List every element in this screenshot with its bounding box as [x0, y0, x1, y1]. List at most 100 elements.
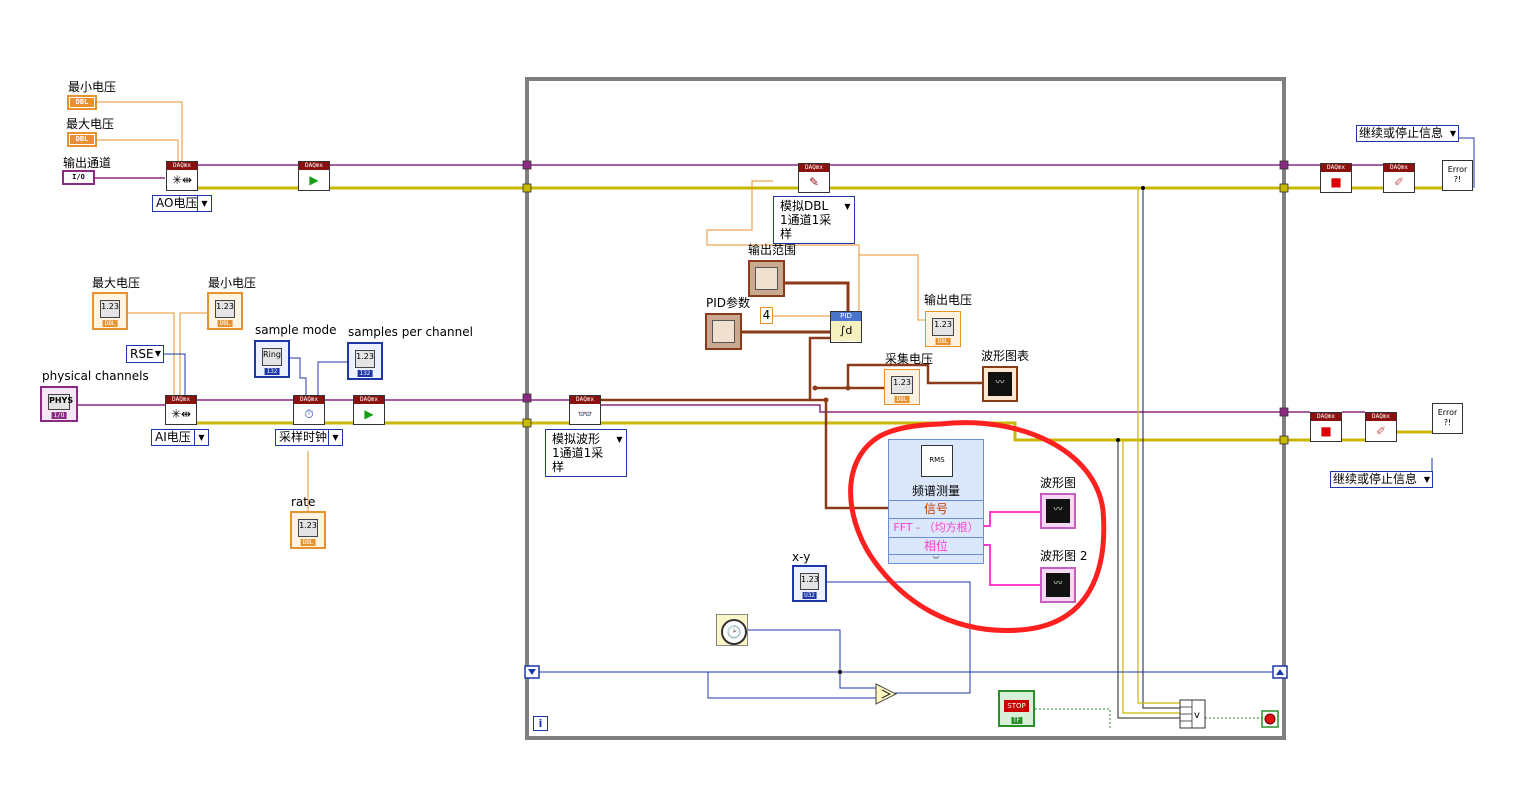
dbl-wires: [706, 180, 930, 323]
chevron-down-icon: ▼: [1449, 129, 1456, 138]
greater-comparison-icon[interactable]: [875, 683, 898, 705]
ao-output-channel-control[interactable]: I/O: [62, 170, 95, 185]
ai-task-wire: [78, 399, 1365, 413]
pencil-icon: ✎: [808, 175, 820, 189]
ao-voltage-selector[interactable]: AO电压▼: [152, 195, 212, 212]
shift-register-left[interactable]: [524, 665, 540, 679]
waveform-chart-label: 波形图表: [981, 349, 1030, 363]
xy-label: x-y: [792, 550, 811, 564]
waveform-graph2-indicator: 〰: [1040, 567, 1076, 603]
loop-iteration-terminal: i: [533, 716, 548, 731]
output-range-label: 输出范围: [748, 243, 797, 257]
ai-rate-label: rate: [291, 495, 316, 509]
spectrum-fft-output[interactable]: FFT - （均方根）: [889, 518, 983, 536]
spectrum-measurement-vi[interactable]: RMS 频谱测量 信号 FFT - （均方根） 相位 ︾: [888, 439, 984, 564]
create-channel-icon: ✳⇹: [170, 407, 192, 421]
ao-min-voltage-control[interactable]: DBL: [67, 95, 97, 110]
pid-params-label: PID参数: [706, 296, 751, 310]
ao-error-handler-node[interactable]: Error?!: [1442, 160, 1473, 191]
chevron-down-icon: ▼: [1423, 475, 1430, 484]
eraser-icon: ✐: [1393, 175, 1405, 189]
output-voltage-label: 输出电压: [924, 293, 973, 307]
stopwatch-icon: 🕑: [721, 619, 747, 645]
pid-node[interactable]: PID∫d: [830, 311, 862, 343]
stop-square-icon: ■: [1320, 424, 1332, 438]
waveform-chart-indicator: 〰: [982, 366, 1018, 402]
compound-or-node[interactable]: v: [1179, 699, 1206, 729]
ao-max-voltage-label: 最大电压: [66, 117, 115, 131]
shift-register-right[interactable]: [1272, 665, 1288, 679]
ai-error-handler-node[interactable]: Error?!: [1432, 403, 1463, 434]
glasses-icon: 👓: [577, 407, 593, 421]
clock-icon: ⏱: [304, 407, 314, 421]
while-loop-frame[interactable]: [525, 77, 1286, 740]
warning-icon: ?!: [1443, 418, 1452, 427]
play-icon: ▶: [309, 173, 319, 187]
ao-stop-task-node[interactable]: DAQmx■: [1320, 163, 1352, 193]
ai-timing-node[interactable]: DAQmx⏱: [293, 395, 325, 425]
ai-max-voltage-label: 最大电压: [92, 276, 141, 290]
chevron-down-icon: ▼: [154, 349, 161, 358]
pid-params-cluster[interactable]: [705, 313, 742, 350]
spectrum-phase-output[interactable]: 相位: [889, 537, 983, 555]
chevron-down-icon[interactable]: ︾: [889, 554, 983, 565]
ai-sample-clock-selector[interactable]: 采样时钟▼: [275, 429, 343, 446]
acq-voltage-label: 采集电压: [885, 352, 934, 366]
ai-error-wire: [197, 421, 1432, 442]
ao-continue-stop-selector[interactable]: 继续或停止信息▼: [1356, 125, 1459, 142]
constant-4[interactable]: 4: [760, 307, 773, 324]
spectrum-signal-input[interactable]: 信号: [889, 500, 983, 518]
spectrum-output-wires: [983, 511, 1040, 586]
ao-max-voltage-control[interactable]: DBL: [67, 132, 97, 147]
ai-create-channel-node[interactable]: DAQmx✳⇹: [165, 395, 197, 425]
ao-task-wire: [95, 164, 1383, 179]
ai-voltage-selector[interactable]: AI电压▼: [151, 429, 209, 446]
graph-trace-icon: 〰: [1046, 573, 1070, 597]
chevron-down-icon: ▼: [616, 435, 623, 444]
ai-samples-per-channel-label: samples per channel: [348, 325, 473, 339]
waveform-data-wire: [600, 336, 982, 510]
warning-icon: ?!: [1453, 175, 1462, 184]
waveform-graph-indicator: 〰: [1040, 493, 1076, 529]
eraser-icon: ✐: [1375, 424, 1387, 438]
ai-start-task-node[interactable]: DAQmx▶: [353, 395, 385, 425]
ao-output-channel-label: 输出通道: [63, 156, 112, 170]
ai-continue-stop-selector[interactable]: 继续或停止信息▼: [1330, 471, 1433, 488]
ai-min-voltage-label: 最小电压: [208, 276, 257, 290]
ai-sample-mode-label: sample mode: [255, 323, 337, 337]
ai-clear-task-node[interactable]: DAQmx✐: [1365, 412, 1397, 442]
tick-count-node[interactable]: 🕑: [716, 614, 748, 646]
ao-range-wires: [97, 101, 183, 165]
stop-logic-wires: [1035, 137, 1475, 728]
pid-symbol-icon: ∫d: [831, 321, 861, 341]
output-range-cluster[interactable]: [748, 260, 785, 297]
daqmx-write-node[interactable]: DAQmx✎: [798, 163, 830, 193]
ao-create-channel-node[interactable]: DAQmx✳⇹: [166, 161, 198, 191]
ai-rse-constant[interactable]: RSE▼: [126, 345, 164, 363]
daqmx-read-node[interactable]: DAQmx👓: [569, 395, 601, 425]
ao-start-task-node[interactable]: DAQmx▶: [298, 161, 330, 191]
ao-min-voltage-label: 最小电压: [68, 80, 117, 94]
chevron-down-icon: ▼: [194, 430, 208, 445]
stop-button[interactable]: STOP TF: [998, 690, 1035, 727]
chart-trace-icon: 〰: [988, 372, 1012, 396]
ai-stop-task-node[interactable]: DAQmx■: [1310, 412, 1342, 442]
loop-tunnels: [522, 160, 1289, 445]
chevron-down-icon: ▼: [328, 430, 342, 445]
stop-condition-icon[interactable]: [1261, 710, 1279, 728]
svg-text:v: v: [1194, 710, 1200, 721]
rms-icon: RMS: [921, 445, 953, 477]
ao-clear-task-node[interactable]: DAQmx✐: [1383, 163, 1415, 193]
chevron-down-icon: ▼: [197, 196, 211, 211]
